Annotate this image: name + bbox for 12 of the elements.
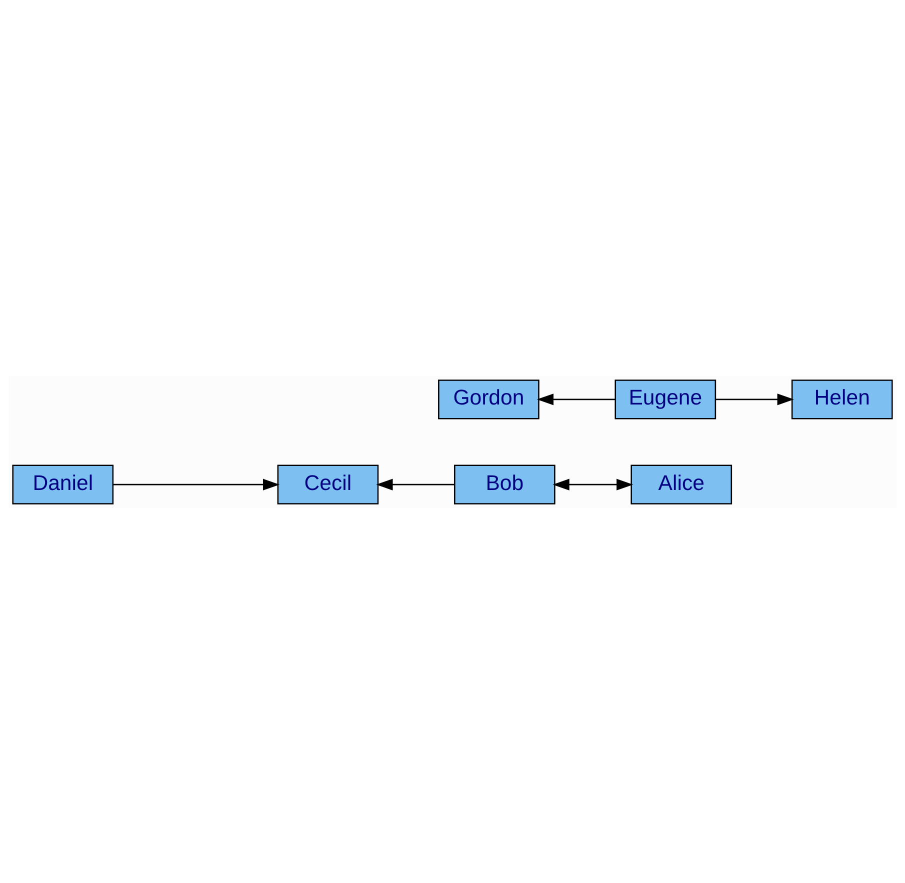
- node-box: Alice: [630, 464, 732, 504]
- node-box: Bob: [454, 464, 556, 504]
- node-box: Gordon: [438, 379, 540, 419]
- node-box: Daniel: [12, 464, 114, 504]
- arrow: [552, 478, 634, 490]
- arrow: [536, 393, 616, 405]
- node-box: Eugene: [614, 379, 716, 419]
- node-box: Helen: [791, 379, 893, 419]
- arrow: [716, 393, 794, 405]
- arrow: [113, 478, 280, 490]
- node-box: Cecil: [277, 464, 379, 504]
- arrow: [376, 478, 454, 490]
